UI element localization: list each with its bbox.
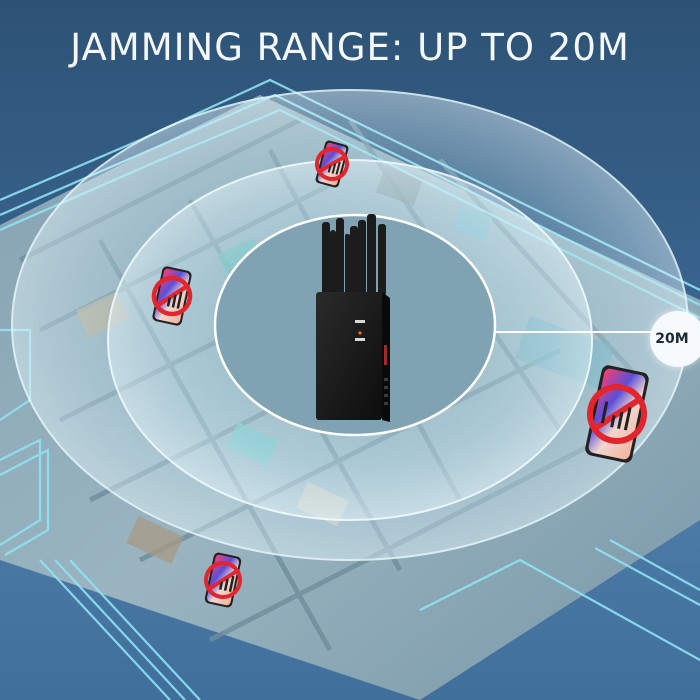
- blocked-phone-bottom: [204, 552, 242, 608]
- blocked-phone-top: [315, 140, 349, 188]
- blocked-phone-left: [151, 266, 193, 326]
- jammer-device: [316, 214, 390, 422]
- range-distance-badge: 20M: [650, 311, 700, 367]
- blocked-phone-right: [585, 365, 649, 463]
- range-distance-label: 20M: [655, 331, 689, 347]
- antenna-array: [322, 214, 386, 296]
- headline-title: JAMMING RANGE: UP TO 20M: [70, 26, 630, 69]
